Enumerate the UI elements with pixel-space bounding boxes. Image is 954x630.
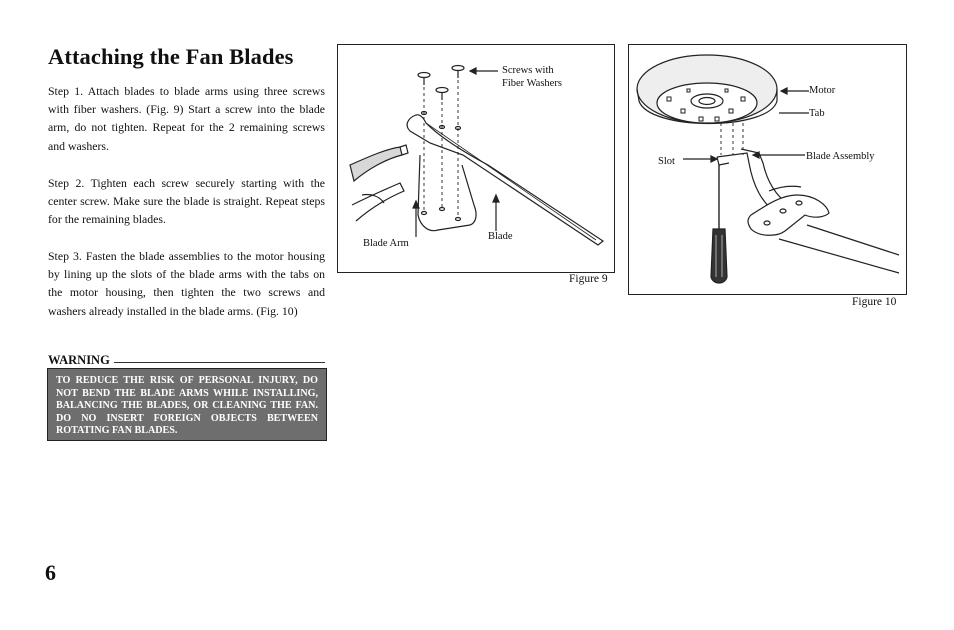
warning-box: TO REDUCE THE RISK OF PERSONAL INJURY, D… <box>47 368 327 441</box>
figure-9-drawing <box>349 64 605 246</box>
label-motor: Motor <box>809 85 836 96</box>
label-blade: Blade <box>488 231 513 242</box>
warning-header: WARNING <box>48 352 325 368</box>
label-blade-assembly: Blade Assembly <box>806 151 875 162</box>
warning-heading: WARNING <box>48 353 114 368</box>
label-tab: Tab <box>809 108 825 119</box>
figure-9-caption: Figure 9 <box>569 273 608 285</box>
figure-10: Motor Tab Slot Blade Assembly <box>628 44 907 295</box>
figure-9: Screws with Fiber Washers Blade Arm Blad… <box>337 44 615 273</box>
warning-rule <box>48 362 325 363</box>
label-blade-arm: Blade Arm <box>363 238 409 249</box>
page-number: 6 <box>45 560 56 585</box>
figure-10-drawing <box>636 54 900 284</box>
step-2-text: Step 2. Tighten each screw securely star… <box>48 176 325 227</box>
step-1-text: Step 1. Attach blades to blade arms usin… <box>48 84 325 153</box>
page-title: Attaching the Fan Blades <box>48 44 294 69</box>
label-slot: Slot <box>658 156 675 167</box>
step-3-text: Step 3. Fasten the blade assemblies to t… <box>48 249 325 318</box>
figure-10-caption: Figure 10 <box>852 296 897 308</box>
label-screws-with-washers: Screws with Fiber Washers <box>502 65 562 89</box>
